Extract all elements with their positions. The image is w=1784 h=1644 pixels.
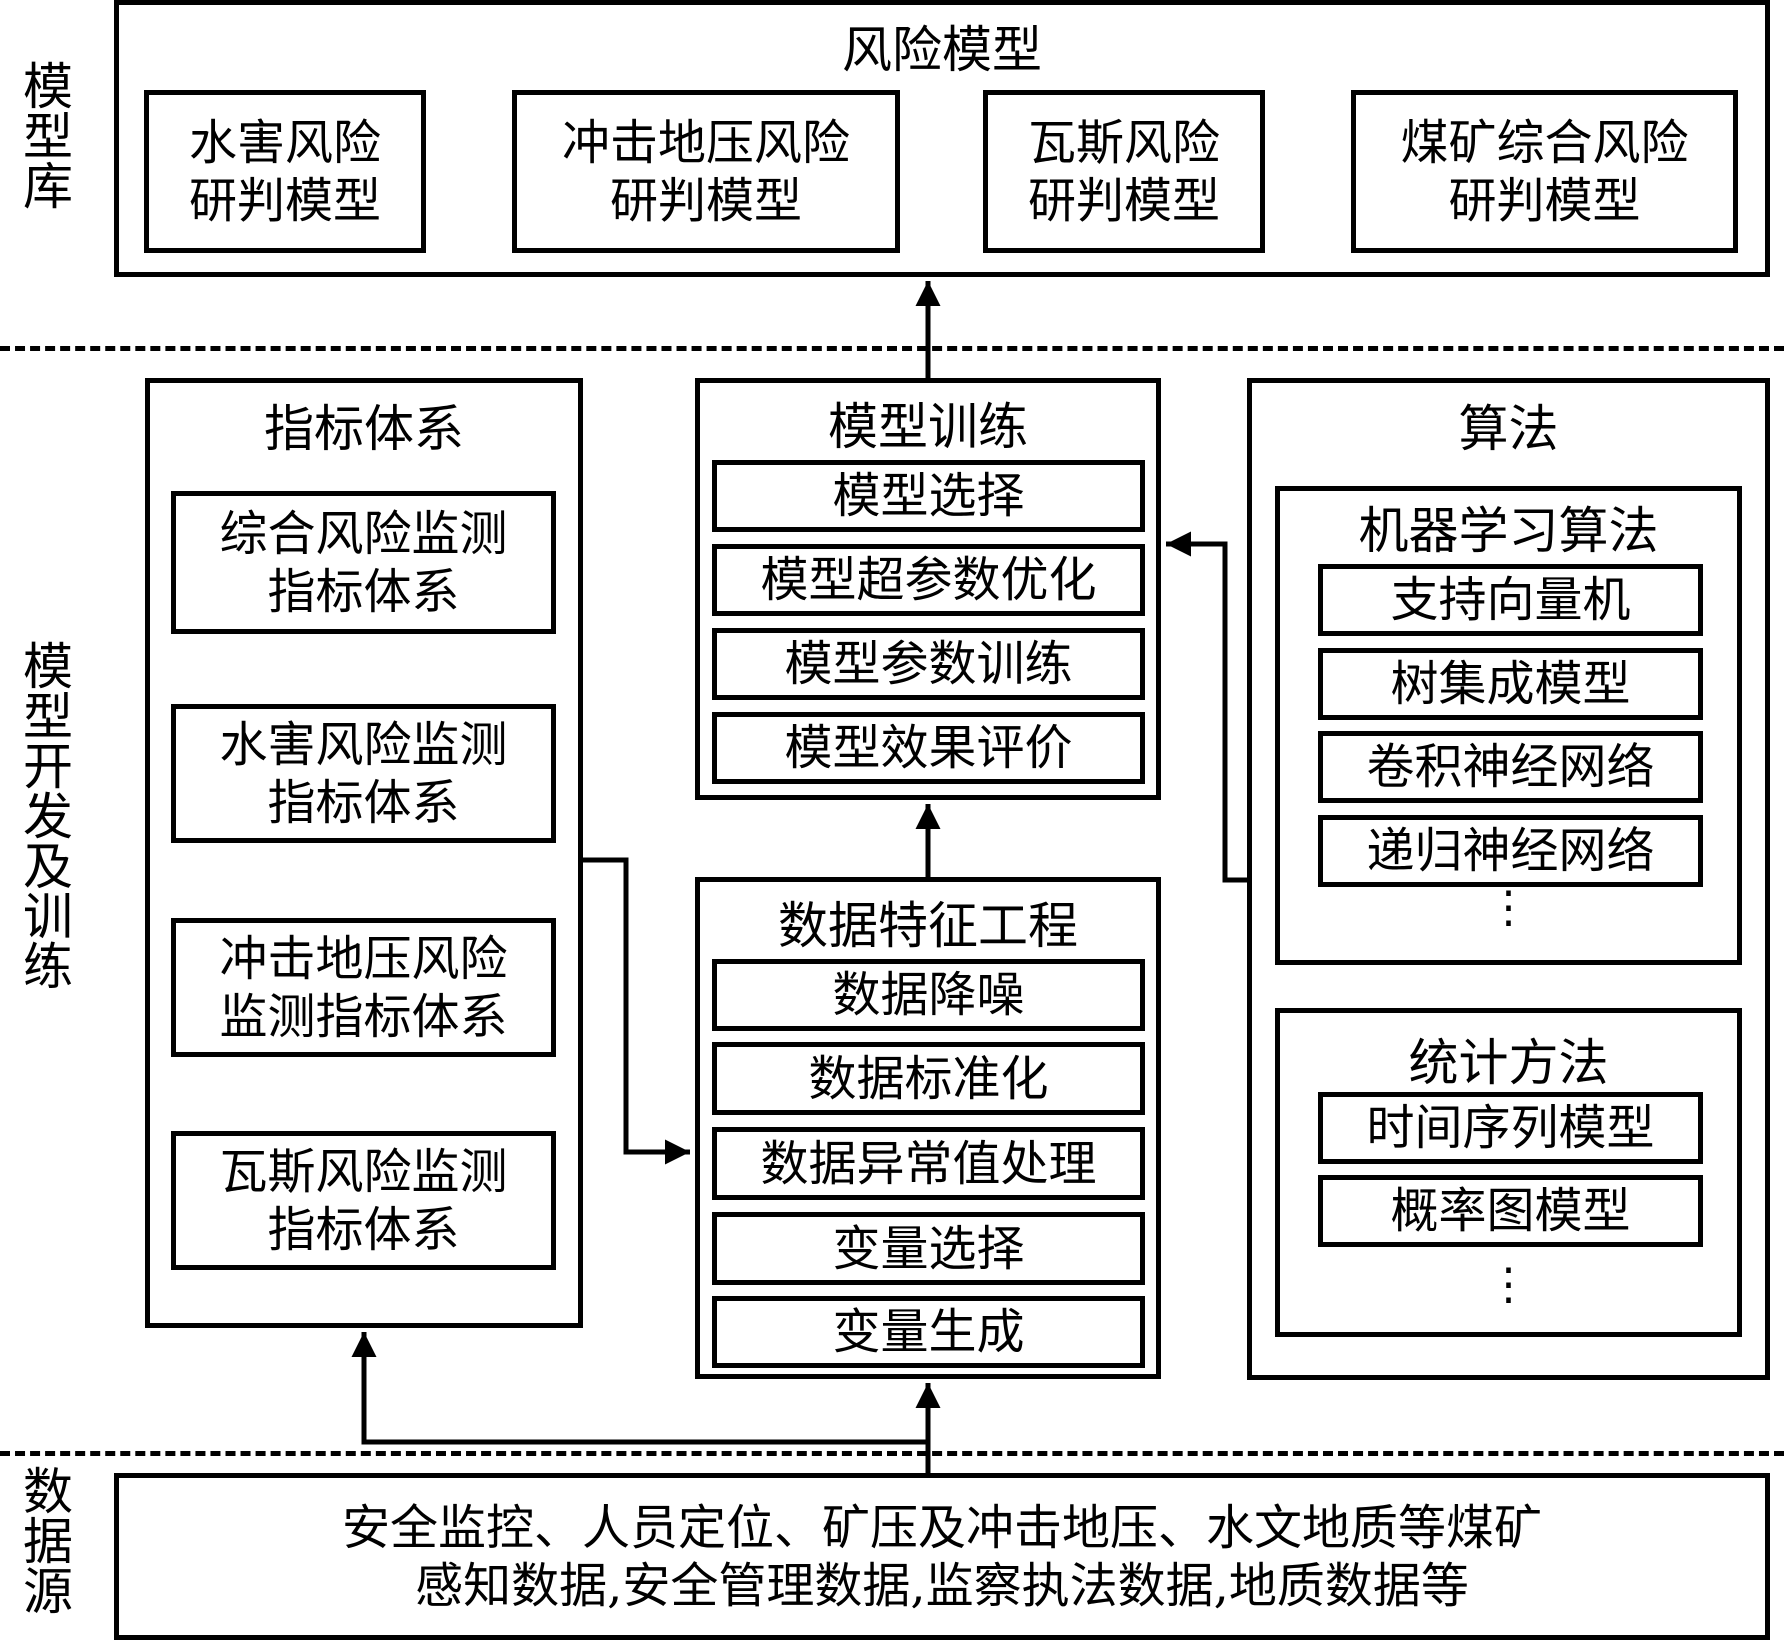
training-step: 模型参数训练: [712, 628, 1145, 700]
section-divider-bottom: [0, 1451, 1784, 1456]
ml-algorithm-item: 支持向量机: [1318, 564, 1703, 636]
arrow-algorithms-to-training: [1166, 531, 1247, 883]
algorithms-title: 算法: [1458, 400, 1559, 458]
risk-model-gas: 瓦斯风险研判模型: [983, 90, 1265, 253]
training-step: 模型超参数优化: [712, 544, 1145, 616]
arrow-data-to-indicator: [351, 1332, 928, 1445]
data-source-line: 安全监控、人员定位、矿压及冲击地压、水文地质等煤矿: [341, 1499, 1542, 1556]
feature-step: 变量选择: [712, 1212, 1145, 1285]
feature-engineering-title: 数据特征工程: [778, 897, 1078, 955]
ml-algorithm-item: 递归神经网络: [1318, 815, 1703, 887]
arrow-indicator-to-feature: [583, 857, 690, 1165]
side-label-model-dev: 模型开发及训练: [15, 640, 73, 990]
risk-model-rockburst: 冲击地压风险研判模型: [512, 90, 900, 253]
feature-step: 变量生成: [712, 1296, 1145, 1368]
risk-models-title: 风险模型: [842, 21, 1042, 79]
ml-algorithms-title: 机器学习算法: [1358, 502, 1659, 560]
training-step: 模型效果评价: [712, 712, 1145, 784]
statistical-methods-title: 统计方法: [1408, 1034, 1609, 1092]
statistical-methods-panel: 统计方法 ⋮: [1275, 1008, 1742, 1337]
risk-model-water: 水害风险研判模型: [144, 90, 426, 253]
feature-step: 数据异常值处理: [712, 1127, 1145, 1200]
indicator-water: 水害风险监测指标体系: [171, 704, 556, 843]
feature-step: 数据降噪: [712, 959, 1145, 1031]
stat-method-item: 概率图模型: [1318, 1175, 1703, 1247]
ml-algorithm-item: 树集成模型: [1318, 648, 1703, 720]
feature-step: 数据标准化: [712, 1042, 1145, 1115]
stat-method-item: 时间序列模型: [1318, 1092, 1703, 1164]
data-source-line: 感知数据,安全管理数据,监察执法数据,地质数据等: [415, 1557, 1469, 1614]
stats-more-ellipsis: ⋮: [1486, 1259, 1531, 1310]
ml-algorithms-panel: 机器学习算法 ⋮: [1275, 486, 1742, 965]
training-step: 模型选择: [712, 460, 1145, 532]
data-source-panel: 安全监控、人员定位、矿压及冲击地压、水文地质等煤矿 感知数据,安全管理数据,监察…: [114, 1473, 1770, 1640]
indicator-rockburst: 冲击地压风险监测指标体系: [171, 918, 556, 1057]
side-label-model-library: 模型库: [15, 60, 73, 210]
section-divider-top: [0, 346, 1784, 351]
indicator-system-title: 指标体系: [264, 400, 464, 458]
ml-more-ellipsis: ⋮: [1486, 882, 1531, 933]
risk-model-comprehensive: 煤矿综合风险研判模型: [1351, 90, 1738, 253]
indicator-gas: 瓦斯风险监测指标体系: [171, 1131, 556, 1270]
indicator-comprehensive: 综合风险监测指标体系: [171, 491, 556, 634]
side-label-data-source: 数据源: [15, 1465, 73, 1615]
ml-algorithm-item: 卷积神经网络: [1318, 731, 1703, 803]
model-training-title: 模型训练: [828, 398, 1028, 456]
